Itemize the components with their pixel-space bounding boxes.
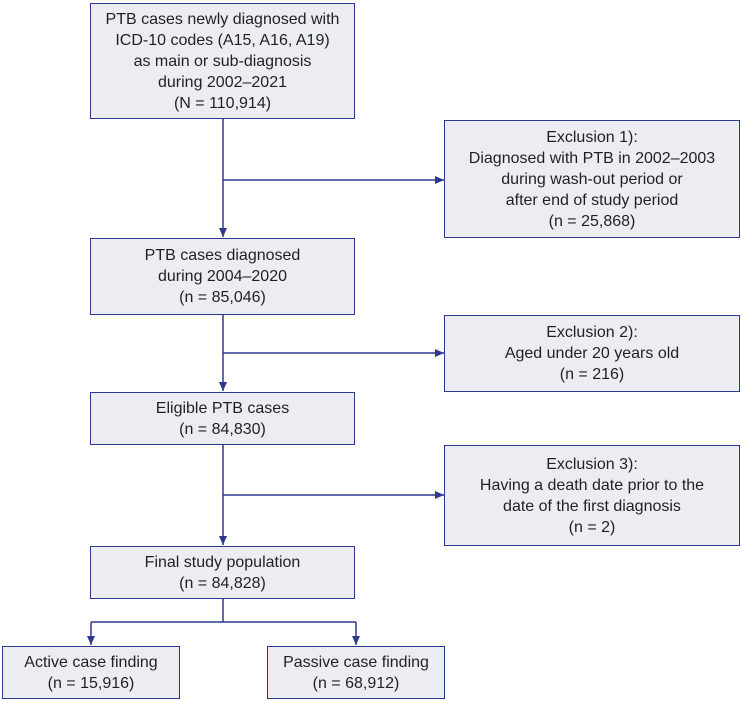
box-line: Having a death date prior to the	[479, 476, 705, 494]
box-line: during 2004–2020	[157, 268, 287, 285]
box-line: Aged under 20 years old	[504, 345, 680, 362]
box-line: (n = 85,046)	[179, 289, 266, 306]
box-exclusion-2: Exclusion 2): Aged under 20 years old (n…	[444, 315, 740, 392]
box-line: after end of study period	[505, 191, 679, 209]
box-passive-case-finding: Passive case finding (n = 68,912)	[267, 646, 445, 699]
box-line: date of the first diagnosis	[503, 497, 681, 515]
box-line: PTB cases newly diagnosed with	[105, 10, 340, 28]
box-line: (n = 216)	[559, 366, 625, 383]
box-line: as main or sub-diagnosis	[133, 52, 312, 70]
box-line: Final study population	[144, 553, 301, 571]
box-exclusion-3: Exclusion 3): Having a death date prior …	[444, 445, 740, 546]
box-line: ICD-10 codes (A15, A16, A19)	[115, 31, 330, 49]
box-line: Exclusion 2):	[546, 324, 638, 341]
box-line: during wash-out period or	[501, 170, 683, 188]
box-active-case-finding: Active case finding (n = 15,916)	[2, 646, 180, 699]
box-line: (n = 2)	[568, 518, 616, 536]
box-line: PTB cases diagnosed	[144, 247, 301, 264]
box-diagnosed-cases: PTB cases diagnosed during 2004–2020 (n …	[90, 238, 355, 315]
box-line: (n = 84,828)	[179, 574, 266, 592]
box-line: during 2002–2021	[157, 73, 287, 91]
box-line: Exclusion 3):	[546, 455, 638, 473]
box-line: (n = 84,830)	[179, 420, 266, 438]
box-line: Active case finding	[24, 653, 158, 671]
box-line: (n = 25,868)	[548, 212, 636, 230]
box-line: Exclusion 1):	[546, 128, 638, 146]
box-line: Diagnosed with PTB in 2002–2003	[468, 149, 716, 167]
box-final-population: Final study population (n = 84,828)	[90, 546, 355, 599]
box-initial-cases: PTB cases newly diagnosed with ICD-10 co…	[90, 3, 355, 119]
box-line: (n = 68,912)	[312, 674, 400, 692]
box-line: Passive case finding	[283, 653, 429, 671]
box-line: (n = 15,916)	[47, 674, 135, 692]
box-exclusion-1: Exclusion 1): Diagnosed with PTB in 2002…	[444, 120, 740, 238]
box-line: Eligible PTB cases	[155, 399, 290, 417]
box-eligible-cases: Eligible PTB cases (n = 84,830)	[90, 392, 355, 445]
box-line: (N = 110,914)	[173, 94, 272, 112]
